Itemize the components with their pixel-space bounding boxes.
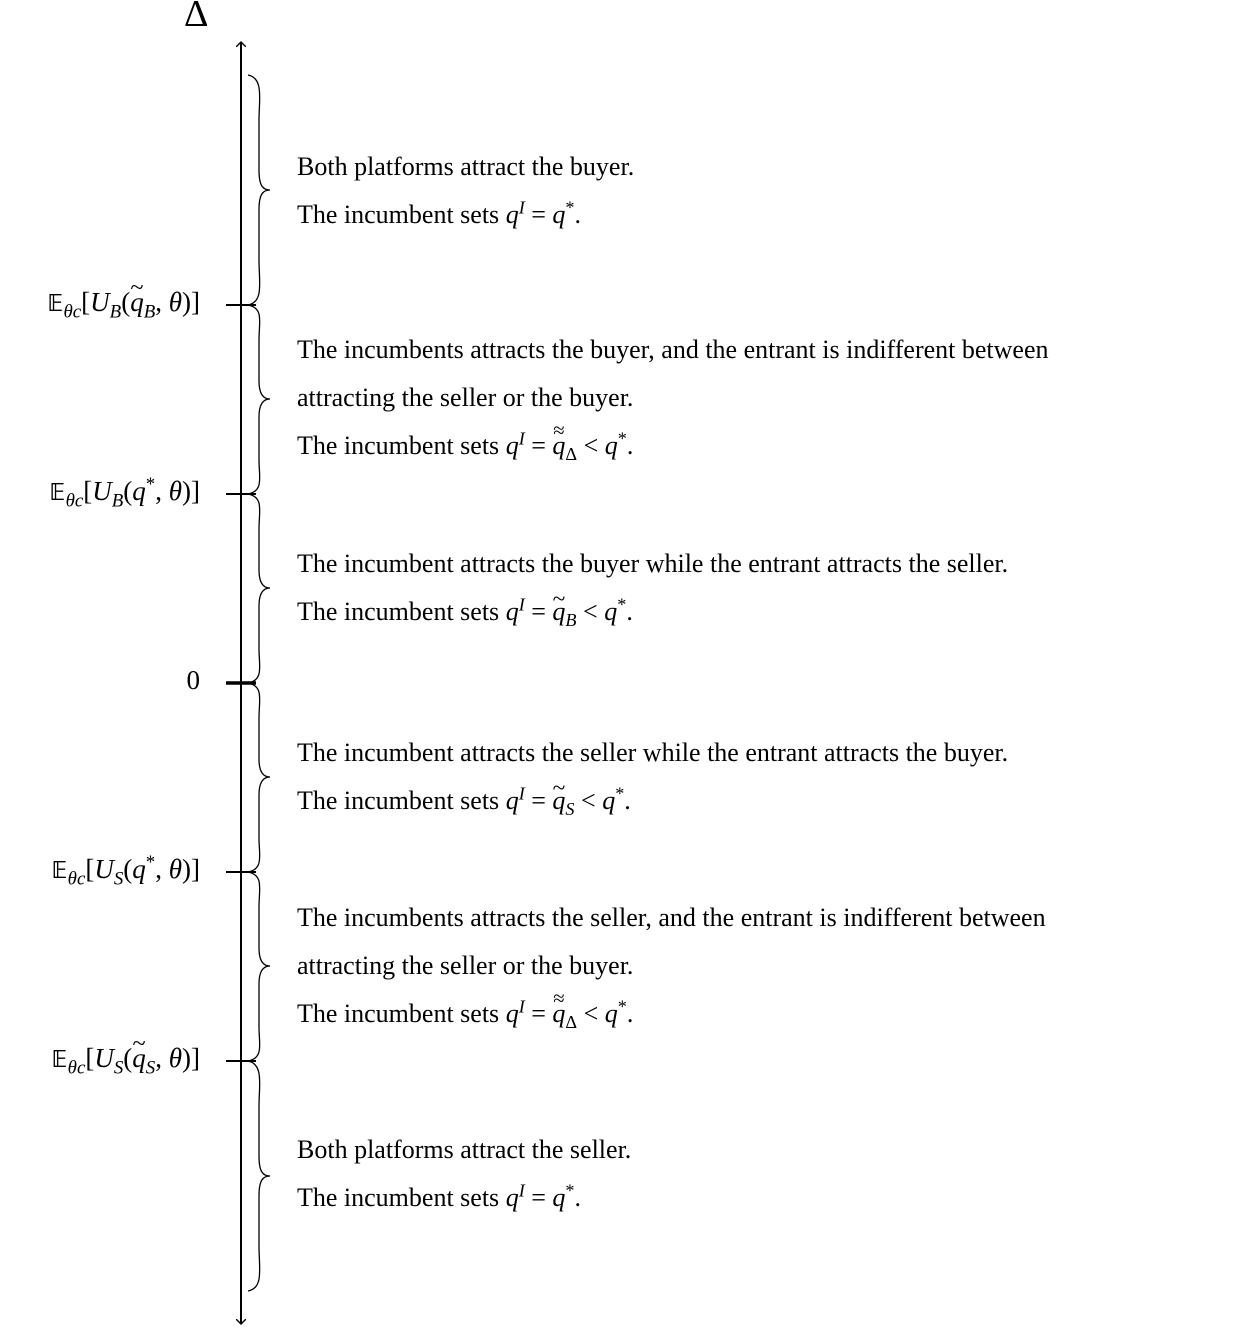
region-5-line-1: The incumbents attracts the seller, and … — [297, 903, 1046, 932]
region-5-line-2: attracting the seller or the buyer. — [297, 951, 634, 980]
region-4-line-2: The incumbent sets qI = qS < q*. — [297, 764, 1247, 825]
region-text-4: The incumbent attracts the seller while … — [297, 729, 1247, 825]
region-6-line-2: The incumbent sets qI = q*. — [297, 1180, 582, 1212]
brace-region-1 — [247, 74, 271, 306]
tick-label-5: 𝔼θc[US(qS, θ)] — [52, 1030, 200, 1078]
region-3-line-2: The incumbent sets qI = qB < q*. — [297, 575, 1247, 636]
region-6-line-1: Both platforms attract the seller. — [297, 1135, 632, 1164]
region-text-3: The incumbent attracts the buyer while t… — [297, 540, 1247, 636]
brace-region-2 — [247, 304, 271, 495]
region-2-line-2: attracting the seller or the buyer. — [297, 383, 634, 412]
region-text-2: The incumbents attracts the buyer, and t… — [297, 326, 1247, 470]
region-5-line-3: The incumbent sets qI = qΔ < q*. — [297, 975, 1247, 1038]
tick-marks — [226, 304, 256, 1062]
tick-label-1: 𝔼θc[UB(qB, θ)] — [48, 274, 200, 322]
braces — [247, 74, 271, 1292]
brace-region-5 — [247, 871, 271, 1062]
brace-region-4 — [247, 682, 271, 873]
region-2-line-3: The incumbent sets qI = qΔ < q*. — [297, 407, 1247, 470]
region-text-6: Both platforms attract the seller. The in… — [297, 1126, 1247, 1222]
region-2-line-1: The incumbents attracts the buyer, and t… — [297, 335, 1049, 364]
region-3-line-1: The incumbent attracts the buyer while t… — [297, 549, 1009, 578]
tick-label-4: 𝔼θc[US(q*, θ)] — [51, 852, 200, 890]
region-text-1: Both platforms attract the buyer. The inc… — [297, 143, 1247, 239]
tick-label-2: 𝔼θc[UB(q*, θ)] — [49, 474, 200, 512]
region-1-line-2: The incumbent sets qI = q*. — [297, 197, 582, 229]
region-1-line-1: Both platforms attract the buyer. — [297, 152, 635, 181]
tick-label-3: 0 — [186, 665, 201, 695]
axis-title: Δ — [184, 0, 209, 35]
brace-region-3 — [247, 493, 271, 684]
region-4-line-1: The incumbent attracts the seller while … — [297, 738, 1009, 767]
brace-region-6 — [247, 1060, 271, 1292]
region-text-5: The incumbents attracts the seller, and … — [297, 894, 1247, 1038]
